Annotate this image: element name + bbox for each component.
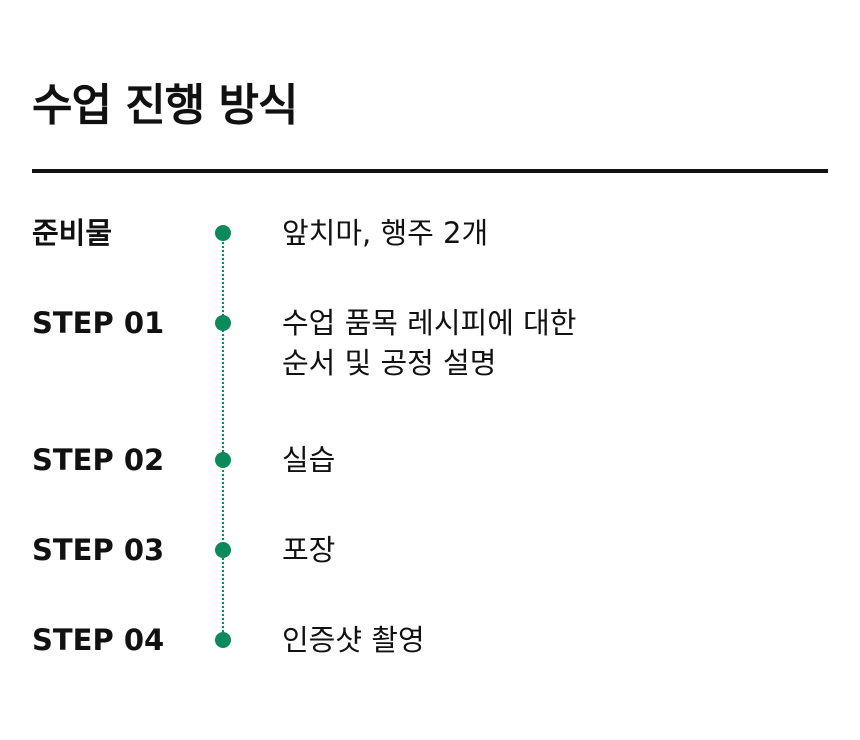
- timeline-dot: [215, 315, 231, 331]
- row-description: 포장: [282, 530, 335, 570]
- row-description-line: 수업 품목 레시피에 대한: [282, 306, 577, 340]
- timeline-dot: [215, 452, 231, 468]
- row-description-line: 앞치마, 행주 2개: [282, 216, 489, 250]
- row-description-line: 포장: [282, 533, 336, 567]
- row-description-line: 인증샷 촬영: [282, 623, 425, 657]
- row-label: STEP 04: [32, 623, 165, 657]
- row-label: 준비물: [32, 216, 113, 250]
- row-label: STEP 02: [32, 443, 165, 477]
- row-label: STEP 03: [32, 533, 165, 567]
- row-description-line: 실습: [282, 443, 336, 477]
- row-description: 실습: [282, 440, 335, 480]
- page-title: 수업 진행 방식: [32, 80, 299, 131]
- row-description-line: 순서 및 공정 설명: [282, 346, 497, 380]
- row-description: 인증샷 촬영: [282, 620, 425, 660]
- timeline-dot: [215, 225, 231, 241]
- row-label: STEP 01: [32, 306, 165, 340]
- title-divider: [32, 169, 828, 173]
- timeline-connector: [222, 233, 224, 640]
- timeline-dot: [215, 632, 231, 648]
- row-description: 앞치마, 행주 2개: [282, 213, 488, 253]
- row-description: 수업 품목 레시피에 대한 순서 및 공정 설명: [282, 303, 576, 383]
- timeline-dot: [215, 542, 231, 558]
